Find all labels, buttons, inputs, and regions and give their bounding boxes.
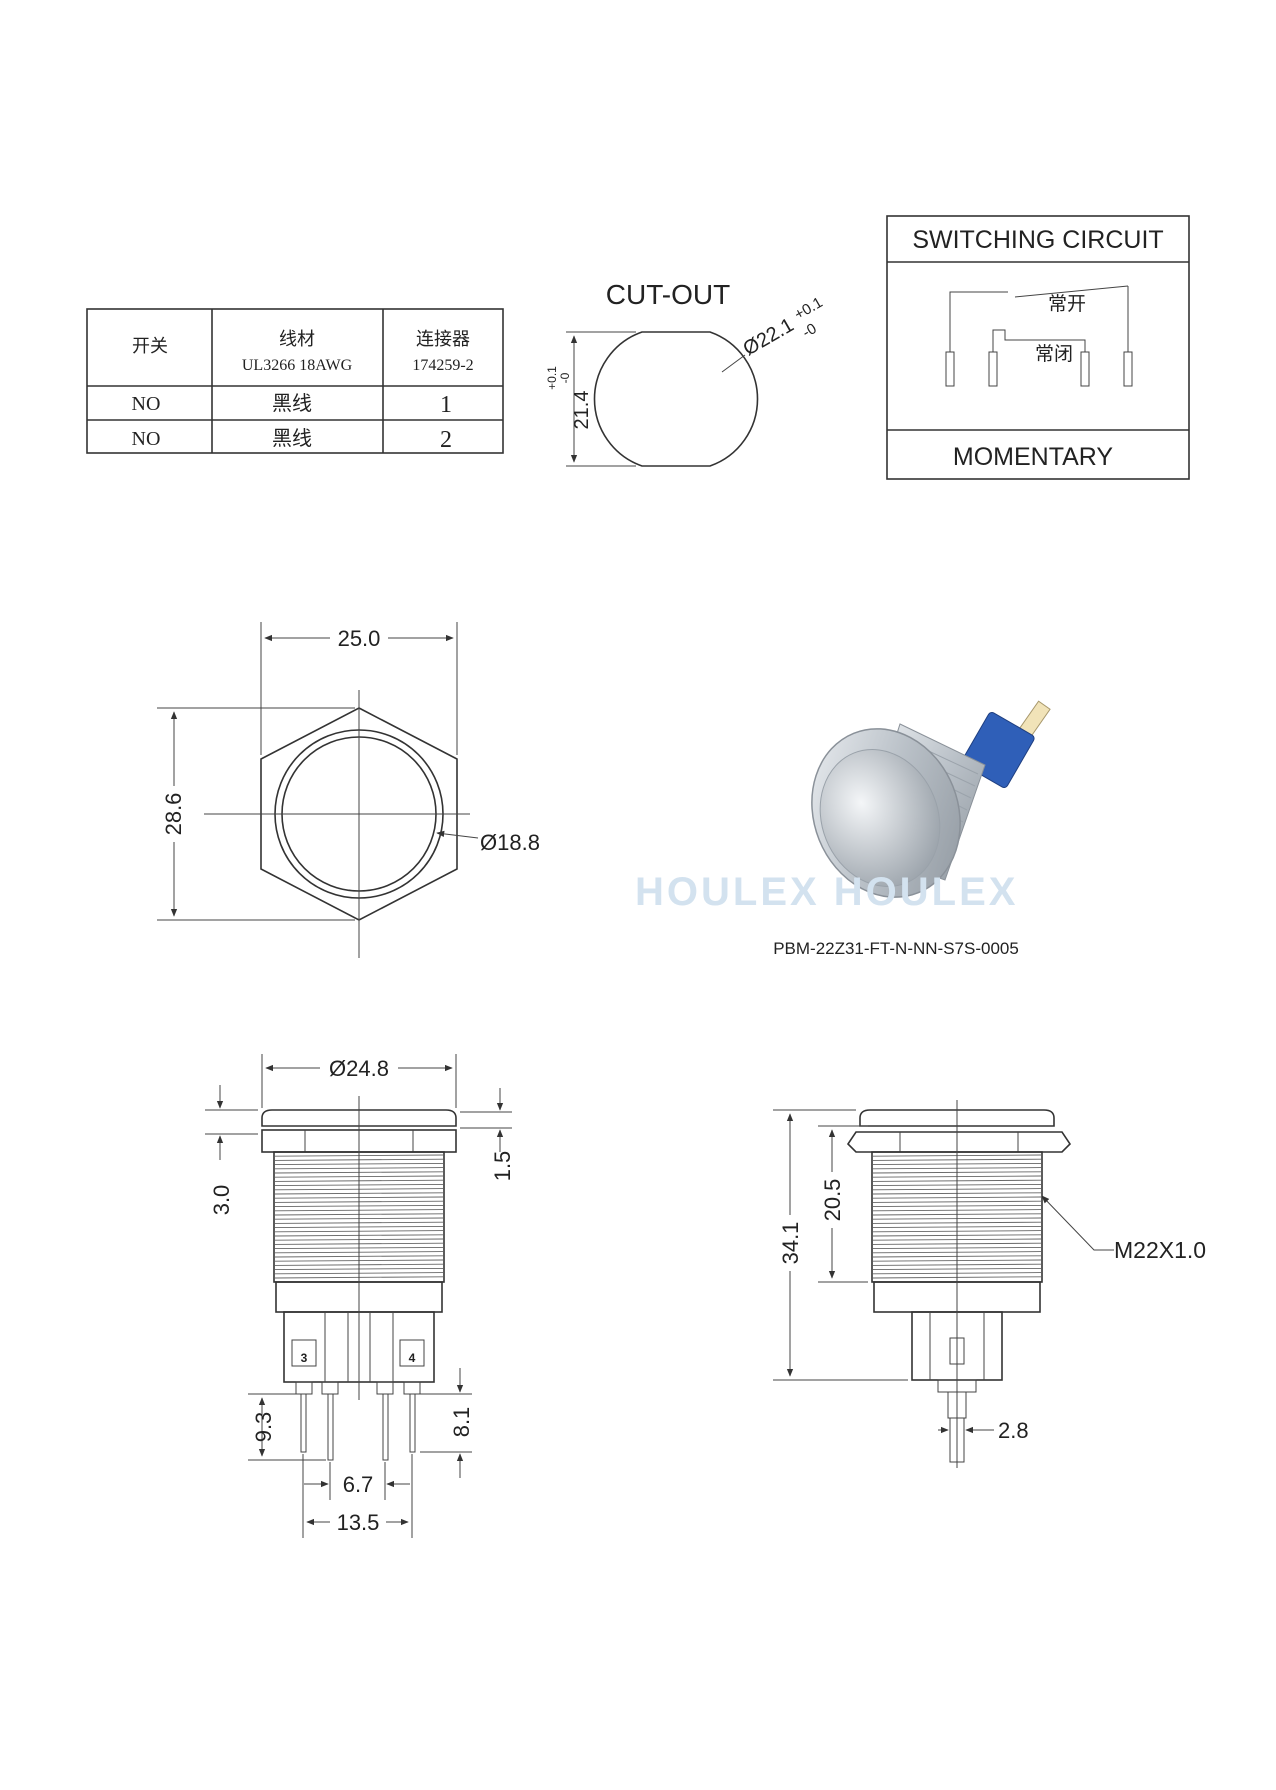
circuit-title: SWITCHING CIRCUIT xyxy=(912,226,1163,254)
side-view: 3 4 Ø24.8 3.0 1.5 9.3 xyxy=(205,1054,515,1538)
table-border xyxy=(86,308,504,454)
dim-label-bg xyxy=(160,786,188,842)
side-dim-13-5: 13.5 xyxy=(337,1510,380,1535)
side-dim-1-5: 1.5 xyxy=(490,1151,515,1182)
table-cell: NO xyxy=(132,428,161,450)
cutout-flat-tol-plus: +0.1 xyxy=(545,366,559,390)
circuit-footer: MOMENTARY xyxy=(953,443,1114,471)
front-view: 25.0 28.6 Ø18.8 xyxy=(157,622,540,958)
pin xyxy=(382,1393,389,1461)
cutout-diameter-dim: Ø22.1 xyxy=(740,314,798,360)
side-dim-9-3: 9.3 xyxy=(251,1412,276,1443)
leader-line xyxy=(1041,1195,1114,1251)
circuit-label-nc: 常闭 xyxy=(1035,343,1073,365)
leader-line xyxy=(436,830,479,839)
cap xyxy=(261,1109,457,1127)
pin-label: 4 xyxy=(409,1351,416,1365)
cutout-title: CUT-OUT xyxy=(606,279,730,310)
pin-base xyxy=(376,1381,394,1395)
circuit-terminal xyxy=(1123,351,1133,387)
profile-view: 34.1 20.5 M22X1.0 2.8 xyxy=(773,1100,1206,1468)
pin-base xyxy=(321,1381,339,1395)
dim-label-bg xyxy=(818,1172,846,1228)
nut-flange xyxy=(846,1131,1072,1153)
wiring-table: 开关 线材 UL3266 18AWG 连接器 174259-2 NO 黑线 1 … xyxy=(86,308,504,454)
table-cell: 黑线 xyxy=(272,392,312,415)
table-header-wire: 线材 xyxy=(279,329,315,349)
watermark: HOULEX HOULEX xyxy=(635,870,1018,914)
table-cell: 1 xyxy=(440,392,452,418)
cutout-diameter-tol-minus: -0 xyxy=(800,320,820,341)
side-dim-3-0: 3.0 xyxy=(209,1185,234,1216)
pin xyxy=(300,1393,307,1453)
dim-label-bg xyxy=(776,1215,804,1271)
table-header-connector-spec: 174259-2 xyxy=(412,357,473,374)
circuit-box xyxy=(886,215,1190,480)
cutout-flat-dim: 21.4 xyxy=(571,391,593,430)
cap xyxy=(859,1109,1055,1127)
circuit-contact-no xyxy=(1014,285,1129,298)
table-header-wire-spec: UL3266 18AWG xyxy=(242,357,353,374)
cutout-diagram: CUT-OUT 21.4 +0.1 -0 Ø22.1 +0.1 -0 xyxy=(545,279,826,467)
circuit-terminal xyxy=(1080,351,1090,387)
cutout-shape xyxy=(593,331,759,467)
front-inner-diameter-dim: Ø18.8 xyxy=(480,830,540,855)
profile-dim-34-1: 34.1 xyxy=(778,1222,803,1265)
table-cell: 2 xyxy=(440,427,452,453)
pin xyxy=(327,1393,334,1461)
dim-label-bg xyxy=(330,1508,386,1534)
table-cell: NO xyxy=(132,393,161,415)
switching-circuit: SWITCHING CIRCUIT MOMENTARY 常开 常闭 xyxy=(886,215,1190,480)
side-dim-8-1: 8.1 xyxy=(449,1407,474,1438)
pin-base xyxy=(295,1381,313,1395)
table-header-connector: 连接器 xyxy=(416,329,470,349)
leader-line xyxy=(721,354,746,373)
table-cell: 黑线 xyxy=(272,427,312,450)
profile-dim-2-8: 2.8 xyxy=(998,1418,1029,1443)
pin-label: 3 xyxy=(301,1351,308,1365)
terminal-block xyxy=(291,1339,317,1367)
circuit-contact-nc xyxy=(992,329,1086,352)
cutout-flat-tol-minus: -0 xyxy=(558,372,572,383)
pin-base xyxy=(403,1381,421,1395)
part-number: PBM-22Z31-FT-N-NN-S7S-0005 xyxy=(773,939,1019,958)
front-width-dim: 25.0 xyxy=(338,626,381,651)
dim-label-bg xyxy=(330,624,388,650)
circuit-terminal xyxy=(988,351,998,387)
terminal-block xyxy=(399,1339,425,1367)
circuit-terminal xyxy=(945,351,955,387)
circuit-label-no: 常开 xyxy=(1048,293,1086,315)
front-height-dim: 28.6 xyxy=(161,793,186,836)
product-photo: HOULEX HOULEX PBM-22Z31-FT-N-NN-S7S-0005 xyxy=(635,700,1051,958)
circuit-wire xyxy=(949,291,1008,352)
profile-dim-20-5: 20.5 xyxy=(820,1179,845,1222)
side-diameter-dim: Ø24.8 xyxy=(329,1056,389,1081)
pin xyxy=(409,1393,416,1453)
dim-label-bg xyxy=(320,1054,398,1080)
table-header-switch: 开关 xyxy=(132,336,168,356)
button-face xyxy=(819,749,941,887)
cutout-diameter-tol-plus: +0.1 xyxy=(792,294,826,324)
side-dim-6-7: 6.7 xyxy=(343,1472,374,1497)
profile-thread-label: M22X1.0 xyxy=(1114,1237,1206,1263)
